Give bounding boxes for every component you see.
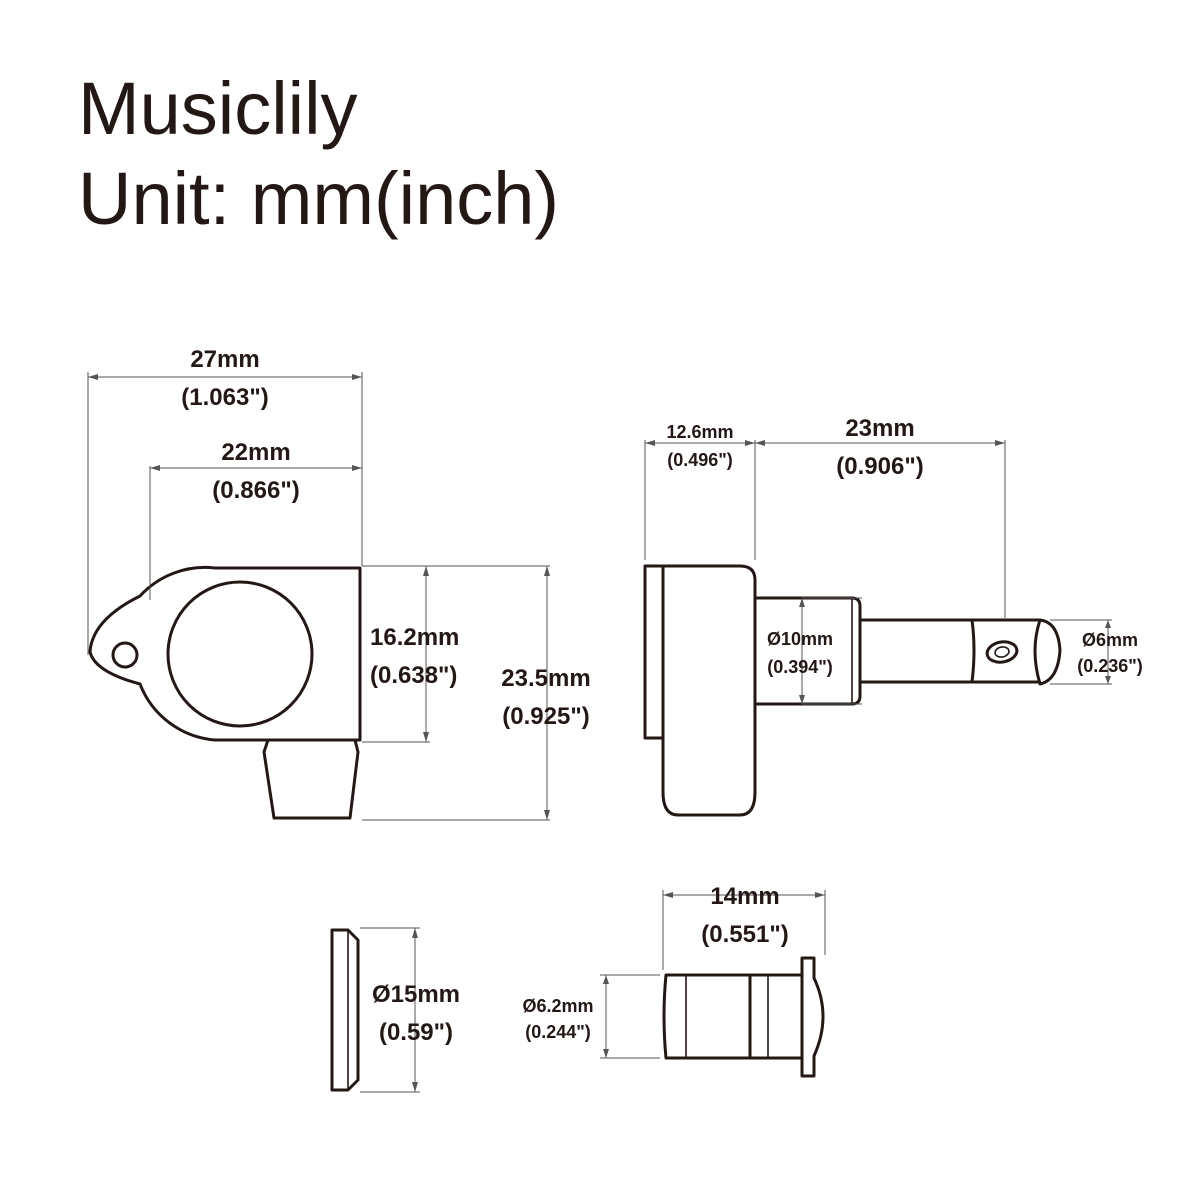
gear-cover bbox=[166, 580, 314, 728]
dimension-labels: 27mm (1.063") 22mm (0.866") 16.2mm (0.63… bbox=[181, 346, 1143, 1046]
washer-view bbox=[330, 928, 360, 1092]
post-length-inch: (0.906") bbox=[836, 453, 923, 480]
tuner-housing-front bbox=[88, 565, 362, 742]
string-hole bbox=[985, 640, 1019, 664]
gear-diameter-inch: (0.638") bbox=[370, 662, 457, 689]
housing-side bbox=[661, 564, 757, 817]
bushing-view bbox=[662, 956, 825, 1078]
brand-title: Musiclily bbox=[78, 67, 358, 150]
unit-label: Unit: mm(inch) bbox=[78, 157, 560, 240]
post-tip-diameter-inch: (0.236") bbox=[1077, 656, 1143, 676]
housing-width-mm: 22mm bbox=[221, 439, 290, 466]
bushing-diameter-mm: Ø6.2mm bbox=[522, 996, 593, 1016]
overall-width-inch: (1.063") bbox=[181, 384, 268, 411]
dimension-lines bbox=[88, 374, 1111, 1092]
front-view bbox=[88, 565, 362, 820]
post-base-diameter-mm: Ø10mm bbox=[767, 629, 833, 649]
washer-diameter-mm: Ø15mm bbox=[372, 981, 460, 1008]
housing-depth-inch: (0.496") bbox=[667, 450, 733, 470]
string-hole-inner bbox=[994, 646, 1010, 658]
gear-diameter-mm: 16.2mm bbox=[370, 624, 459, 651]
overall-height-inch: (0.925") bbox=[502, 703, 589, 730]
bushing-diameter-inch: (0.244") bbox=[525, 1022, 591, 1042]
bushing-body bbox=[750, 973, 804, 1060]
bushing-length-mm: 14mm bbox=[710, 883, 779, 910]
tuner-knob-front bbox=[262, 739, 360, 820]
post-cap bbox=[1033, 618, 1062, 686]
housing-width-inch: (0.866") bbox=[212, 477, 299, 504]
string-post bbox=[860, 618, 976, 684]
washer bbox=[330, 928, 360, 1092]
bushing-thread bbox=[662, 973, 752, 1060]
post-tip-diameter-mm: Ø6mm bbox=[1082, 630, 1138, 650]
post-base-diameter-inch: (0.394") bbox=[767, 657, 833, 677]
bushing-flange bbox=[800, 956, 825, 1078]
base-plate-side bbox=[643, 564, 665, 740]
extension-lines bbox=[87, 372, 1112, 1093]
post-base bbox=[755, 596, 862, 706]
mounting-hole bbox=[111, 641, 139, 669]
overall-height-mm: 23.5mm bbox=[501, 665, 590, 692]
post-neck bbox=[972, 618, 1040, 684]
side-view bbox=[643, 564, 1062, 817]
post-length-mm: 23mm bbox=[845, 415, 914, 442]
housing-depth-mm: 12.6mm bbox=[666, 422, 733, 442]
washer-diameter-inch: (0.59") bbox=[379, 1019, 453, 1046]
overall-width-mm: 27mm bbox=[190, 346, 259, 373]
bushing-length-inch: (0.551") bbox=[701, 921, 788, 948]
